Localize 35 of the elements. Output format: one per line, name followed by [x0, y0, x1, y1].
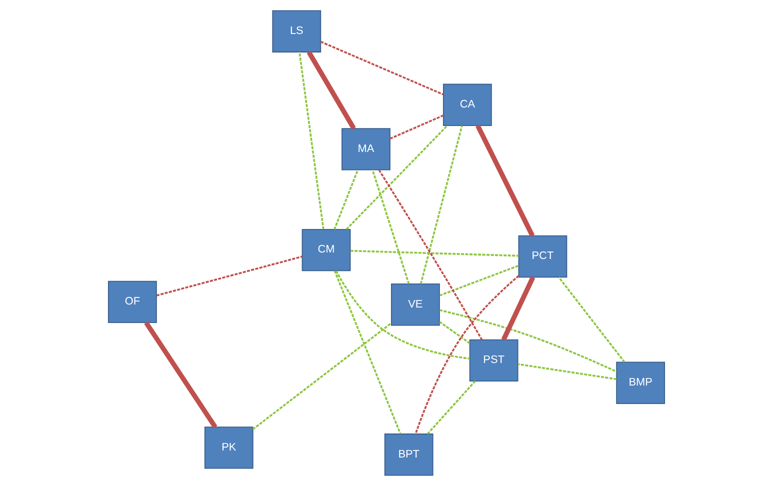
node-box: OF — [107, 280, 156, 324]
node-box: BPT — [384, 434, 433, 476]
connector — [378, 170, 482, 340]
connector — [438, 321, 470, 344]
connector — [333, 270, 401, 434]
connector — [500, 276, 535, 341]
node-box: CA — [442, 84, 492, 126]
node-box: CM — [301, 228, 350, 272]
node-box: BMP — [616, 362, 665, 404]
connector — [389, 114, 444, 140]
node-box: PST — [468, 339, 518, 382]
connector — [306, 50, 356, 130]
node-box: LS — [272, 10, 321, 52]
connector — [345, 125, 448, 230]
connector — [156, 256, 302, 296]
connector — [438, 309, 616, 372]
connector — [371, 170, 410, 284]
connector — [517, 363, 616, 380]
connector — [298, 52, 324, 230]
connector — [350, 250, 518, 257]
connector — [426, 380, 476, 434]
connector — [414, 275, 519, 434]
node-box: PK — [204, 426, 253, 469]
node-box: PCT — [518, 235, 567, 278]
connector — [252, 322, 392, 430]
connector — [334, 270, 470, 360]
connector — [419, 125, 462, 284]
connector — [558, 276, 625, 363]
connector — [333, 170, 358, 230]
connector — [475, 124, 534, 237]
node-box: MA — [341, 128, 390, 170]
node-box: VE — [390, 284, 440, 326]
connector — [320, 40, 444, 96]
connector — [438, 264, 518, 296]
connector — [144, 321, 217, 428]
